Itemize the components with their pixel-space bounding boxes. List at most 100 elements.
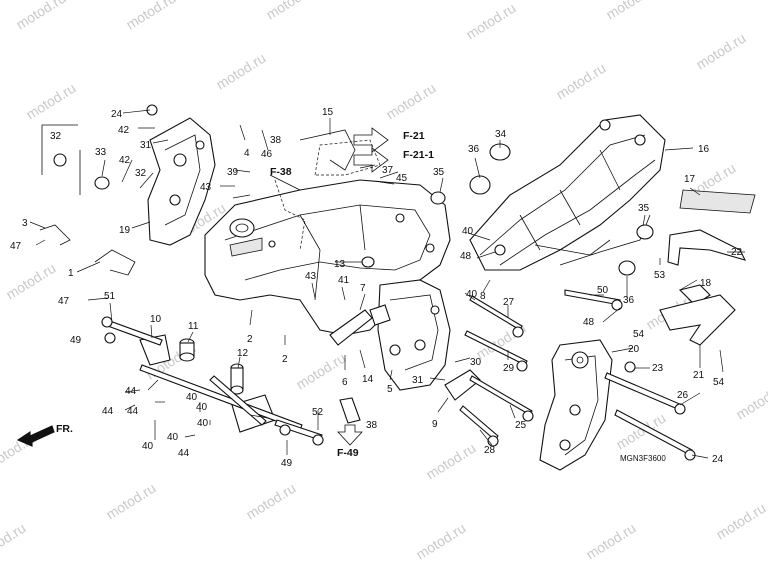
callout-number: 51: [104, 291, 116, 302]
ref-f49: F-49: [337, 447, 359, 459]
callout-number: 15: [322, 107, 334, 118]
callout-number: 46: [261, 149, 273, 160]
ref-f21-1: F-21-1: [403, 149, 434, 161]
reference-frames: [41, 124, 389, 446]
callout-number: 37: [382, 165, 394, 176]
watermark-text: motod.ru: [263, 0, 318, 23]
callout-number: 53: [654, 270, 666, 281]
callout-number: 39: [227, 167, 239, 178]
callout-number: 36: [623, 295, 635, 306]
callout-number: 34: [495, 129, 507, 140]
callout-number: 5: [387, 384, 393, 395]
callout-number: 29: [503, 363, 515, 374]
callout-number: 40: [466, 289, 478, 300]
watermark-text: motod.ru: [213, 50, 268, 93]
diagram-code: MGN3F3600: [620, 454, 666, 463]
watermark-text: motod.ru: [583, 520, 638, 563]
callout-number: 17: [684, 174, 696, 185]
callout-number: 43: [200, 182, 212, 193]
callout-number: 1: [68, 268, 74, 279]
callout-number: 50: [597, 285, 609, 296]
watermark-text: motod.ru: [383, 80, 438, 123]
callout-number: 2: [247, 334, 253, 345]
callout-number: 40: [167, 432, 179, 443]
callout-number: 18: [700, 278, 712, 289]
callout-number: 44: [125, 386, 137, 397]
callout-number: 42: [118, 125, 130, 136]
callout-number: 11: [188, 321, 199, 332]
callout-number: 12: [237, 348, 249, 359]
callout-number: 43: [305, 271, 317, 282]
leader-lines: [29, 109, 745, 459]
callout-number: 32: [135, 168, 147, 179]
callout-number: 30: [470, 357, 482, 368]
callout-number: 54: [633, 329, 645, 340]
watermark-text: motod.ru: [0, 520, 28, 563]
callout-number: 38: [366, 420, 378, 431]
callout-number: 6: [342, 377, 348, 388]
watermark-text: motod.ru: [463, 0, 518, 43]
callout-number: 44: [178, 448, 190, 459]
frame-rear-section: [377, 279, 451, 391]
callout-number: 48: [583, 317, 595, 328]
callout-number: 28: [484, 445, 496, 456]
watermark-text: motod.ru: [23, 80, 78, 123]
callout-number: 4: [244, 148, 250, 159]
watermark-text: motod.ru: [553, 60, 608, 103]
watermark-text: motod.ru: [693, 30, 748, 73]
watermark-text: motod.ru: [293, 350, 348, 393]
callout-number: 21: [693, 370, 705, 381]
watermark-text: motod.ru: [713, 500, 768, 543]
callout-number: 44: [127, 406, 139, 417]
rear-subframe: [469, 114, 666, 271]
callout-number: 44: [102, 406, 114, 417]
watermark-text: motod.ru: [243, 480, 298, 523]
callout-number: 20: [628, 344, 640, 355]
callout-number: 54: [713, 377, 725, 388]
callout-number: 40: [186, 392, 198, 403]
callout-number: 31: [140, 140, 152, 151]
watermark-text: motod.ru: [13, 0, 68, 33]
callout-number: 14: [362, 374, 374, 385]
callout-number: 10: [150, 314, 162, 325]
callout-number: 41: [338, 275, 350, 286]
callout-number: 32: [50, 131, 62, 142]
callout-number: 13: [334, 259, 346, 270]
callout-number: 27: [503, 297, 515, 308]
watermark-text: motod.ru: [423, 440, 478, 483]
callout-number: 42: [119, 155, 131, 166]
callout-number: 26: [677, 390, 689, 401]
callout-number: 25: [515, 420, 527, 431]
callout-number: 7: [360, 283, 366, 294]
callout-number: 9: [432, 419, 438, 430]
watermark-text: motod.ru: [733, 380, 768, 423]
callout-number: 40: [462, 226, 474, 237]
callout-number: 52: [312, 407, 324, 418]
ref-f21: F-21: [403, 130, 425, 142]
bolts: [101, 289, 696, 461]
callout-number: 19: [119, 225, 131, 236]
callout-number: 38: [270, 135, 282, 146]
watermark-text: motod.ru: [413, 520, 468, 563]
watermark-text: motod.ru: [103, 480, 158, 523]
callout-number: 33: [95, 147, 107, 158]
callout-number: 23: [652, 363, 664, 374]
callout-number: 2: [282, 354, 288, 365]
callout-number: 31: [412, 375, 424, 386]
watermark-text: motod.ru: [123, 0, 178, 33]
callout-number: 49: [70, 335, 82, 346]
direction-label: FR.: [56, 423, 73, 435]
callout-number: 36: [468, 144, 480, 155]
callout-number: 40: [196, 402, 208, 413]
watermark-text: motod.ru: [603, 0, 658, 23]
callout-number: 40: [197, 418, 209, 429]
callout-number: 35: [638, 203, 650, 214]
callout-layer: 1223456789101112131415161718192021222324…: [10, 107, 743, 469]
callout-number: 24: [111, 109, 123, 120]
callout-number: 3: [22, 218, 28, 229]
callout-number: 45: [396, 173, 408, 184]
callout-number: 24: [712, 454, 724, 465]
ref-f38: F-38: [270, 166, 292, 178]
callout-number: 47: [58, 296, 70, 307]
